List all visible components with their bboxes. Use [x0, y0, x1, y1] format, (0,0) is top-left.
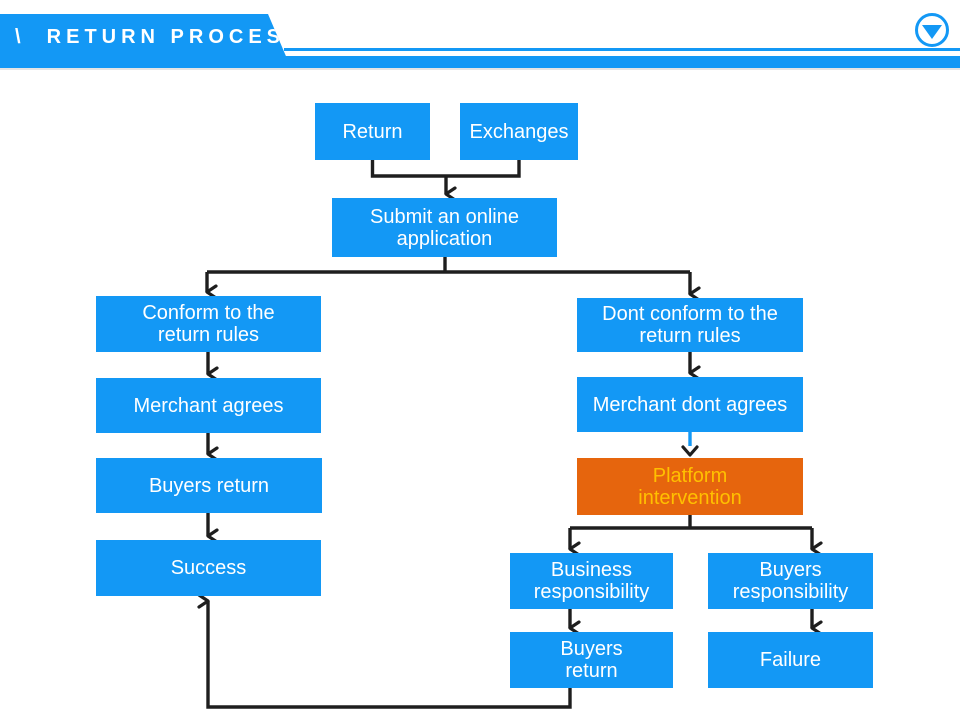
node-submit-application: Submit an online application: [332, 198, 557, 257]
header-thin-line: [284, 48, 960, 51]
header-bar-shadow: [0, 68, 960, 70]
node-conform-rules: Conform to the return rules: [96, 296, 321, 352]
node-return: Return: [315, 103, 430, 160]
triangle-down-icon: [922, 24, 942, 39]
node-merchant-agrees: Merchant agrees: [96, 378, 321, 433]
node-failure: Failure: [708, 632, 873, 688]
node-buyers-return-2: Buyers return: [510, 632, 673, 688]
node-buyers-return: Buyers return: [96, 458, 322, 513]
node-success: Success: [96, 540, 321, 596]
node-business-responsibility: Business responsibility: [510, 553, 673, 609]
node-exchanges: Exchanges: [460, 103, 578, 160]
header-bar: [0, 56, 960, 68]
page-title: \ RETURN PROCESS: [15, 26, 304, 48]
node-buyers-responsibility: Buyers responsibility: [708, 553, 873, 609]
node-platform-intervention: Platform intervention: [577, 458, 803, 515]
node-merchant-dont-agrees: Merchant dont agrees: [577, 377, 803, 432]
node-dont-conform-rules: Dont conform to the return rules: [577, 298, 803, 352]
dropdown-circle-icon: [915, 13, 949, 47]
